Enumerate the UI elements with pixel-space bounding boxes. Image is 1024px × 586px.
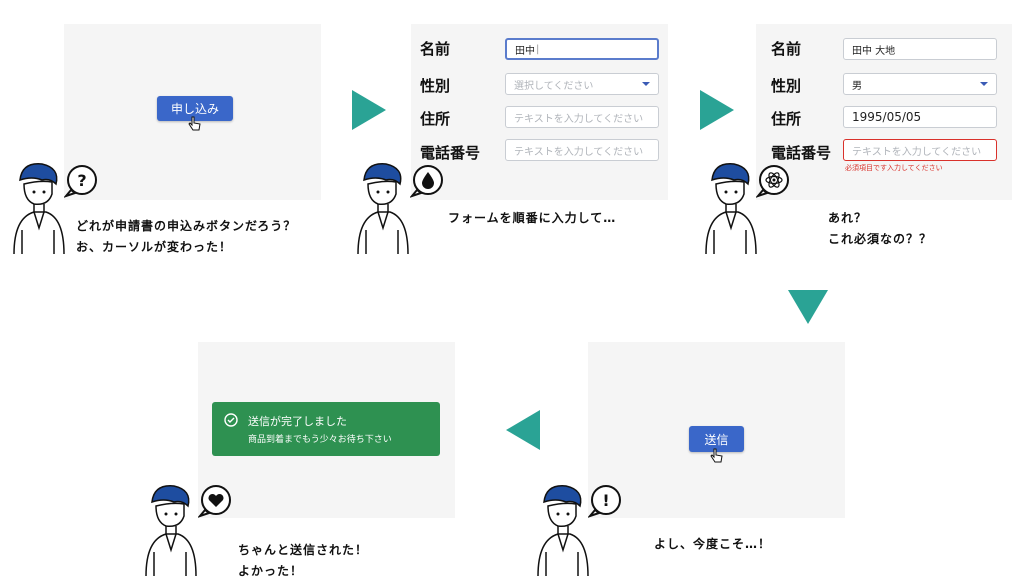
step5-caption-line2: よかった！	[238, 564, 304, 578]
phone-input[interactable]: テキストを入力してください	[505, 139, 659, 161]
label-phone-3: 電話番号	[771, 144, 832, 162]
heart-icon	[198, 485, 231, 518]
hand-cursor-icon	[710, 448, 723, 463]
address-input[interactable]: テキストを入力してください	[505, 106, 659, 128]
text-caret: |	[536, 43, 540, 55]
label-gender-3: 性別	[771, 77, 802, 95]
check-circle-icon	[224, 413, 238, 427]
phone-error-message: 必須項目です入力してください	[845, 164, 943, 172]
chevron-down-icon	[980, 82, 988, 86]
label-phone: 電話番号	[420, 144, 481, 162]
gender-select-3[interactable]: 男	[843, 73, 997, 95]
person-thinking	[13, 163, 65, 255]
person-happy	[145, 485, 197, 577]
toast-message: 商品到着までもう少々お待ち下さい	[248, 435, 392, 445]
person-sweating	[357, 163, 409, 255]
gender-select-value: 男	[852, 80, 862, 92]
svg-text:!: !	[602, 491, 609, 510]
label-name: 名前	[420, 40, 451, 58]
name-input-3[interactable]: 田中 大地	[843, 38, 997, 60]
success-toast: 送信が完了しました 商品到着までもう少々お待ち下さい	[212, 402, 440, 456]
gender-select-placeholder: 選択してください	[514, 80, 594, 92]
arrow-left	[506, 410, 540, 450]
step3-caption: あれ？ これ必須なの？？	[828, 208, 932, 250]
step5-caption: ちゃんと送信された！ よかった！	[238, 540, 368, 582]
person-determined	[537, 485, 589, 577]
label-name-3: 名前	[771, 40, 802, 58]
step3-caption-line2: これ必須なの？？	[828, 232, 933, 246]
step1-caption: どれが申請書の申込みボタンだろう？ お、カーソルが変わった！	[76, 216, 296, 258]
drop-icon	[410, 165, 443, 198]
step4-caption: よし、今度こそ…！	[654, 537, 772, 551]
label-address: 住所	[420, 110, 451, 128]
hand-cursor-icon	[188, 116, 201, 131]
step1-caption-line2: お、カーソルが変わった！	[76, 240, 233, 254]
svg-text:?: ?	[77, 171, 86, 190]
person-confused	[705, 163, 757, 255]
arrow-right-1	[352, 90, 386, 130]
question-icon: ?	[64, 165, 97, 198]
step2-caption: フォームを順番に入力して…	[448, 211, 617, 225]
step5-caption-line1: ちゃんと送信された！	[238, 543, 369, 557]
gender-select[interactable]: 選択してください	[505, 73, 659, 95]
name-input-value: 田中	[515, 45, 535, 57]
arrow-right-2	[700, 90, 734, 130]
address-input-3[interactable]: 1995/05/05	[843, 106, 997, 128]
toast-title: 送信が完了しました	[248, 415, 347, 428]
arrow-down	[788, 290, 828, 324]
name-input[interactable]: 田中|	[505, 38, 659, 60]
step1-caption-line1: どれが申請書の申込みボタンだろう？	[76, 219, 297, 233]
atom-icon	[756, 165, 789, 198]
phone-input-3[interactable]: テキストを入力してください	[843, 139, 997, 161]
step3-caption-line1: あれ？	[828, 211, 868, 225]
label-address-3: 住所	[771, 110, 802, 128]
chevron-down-icon	[642, 82, 650, 86]
label-gender: 性別	[420, 77, 451, 95]
exclamation-icon: !	[588, 485, 621, 518]
apply-button[interactable]: 申し込み	[157, 96, 233, 121]
submit-button[interactable]: 送信	[689, 426, 744, 452]
